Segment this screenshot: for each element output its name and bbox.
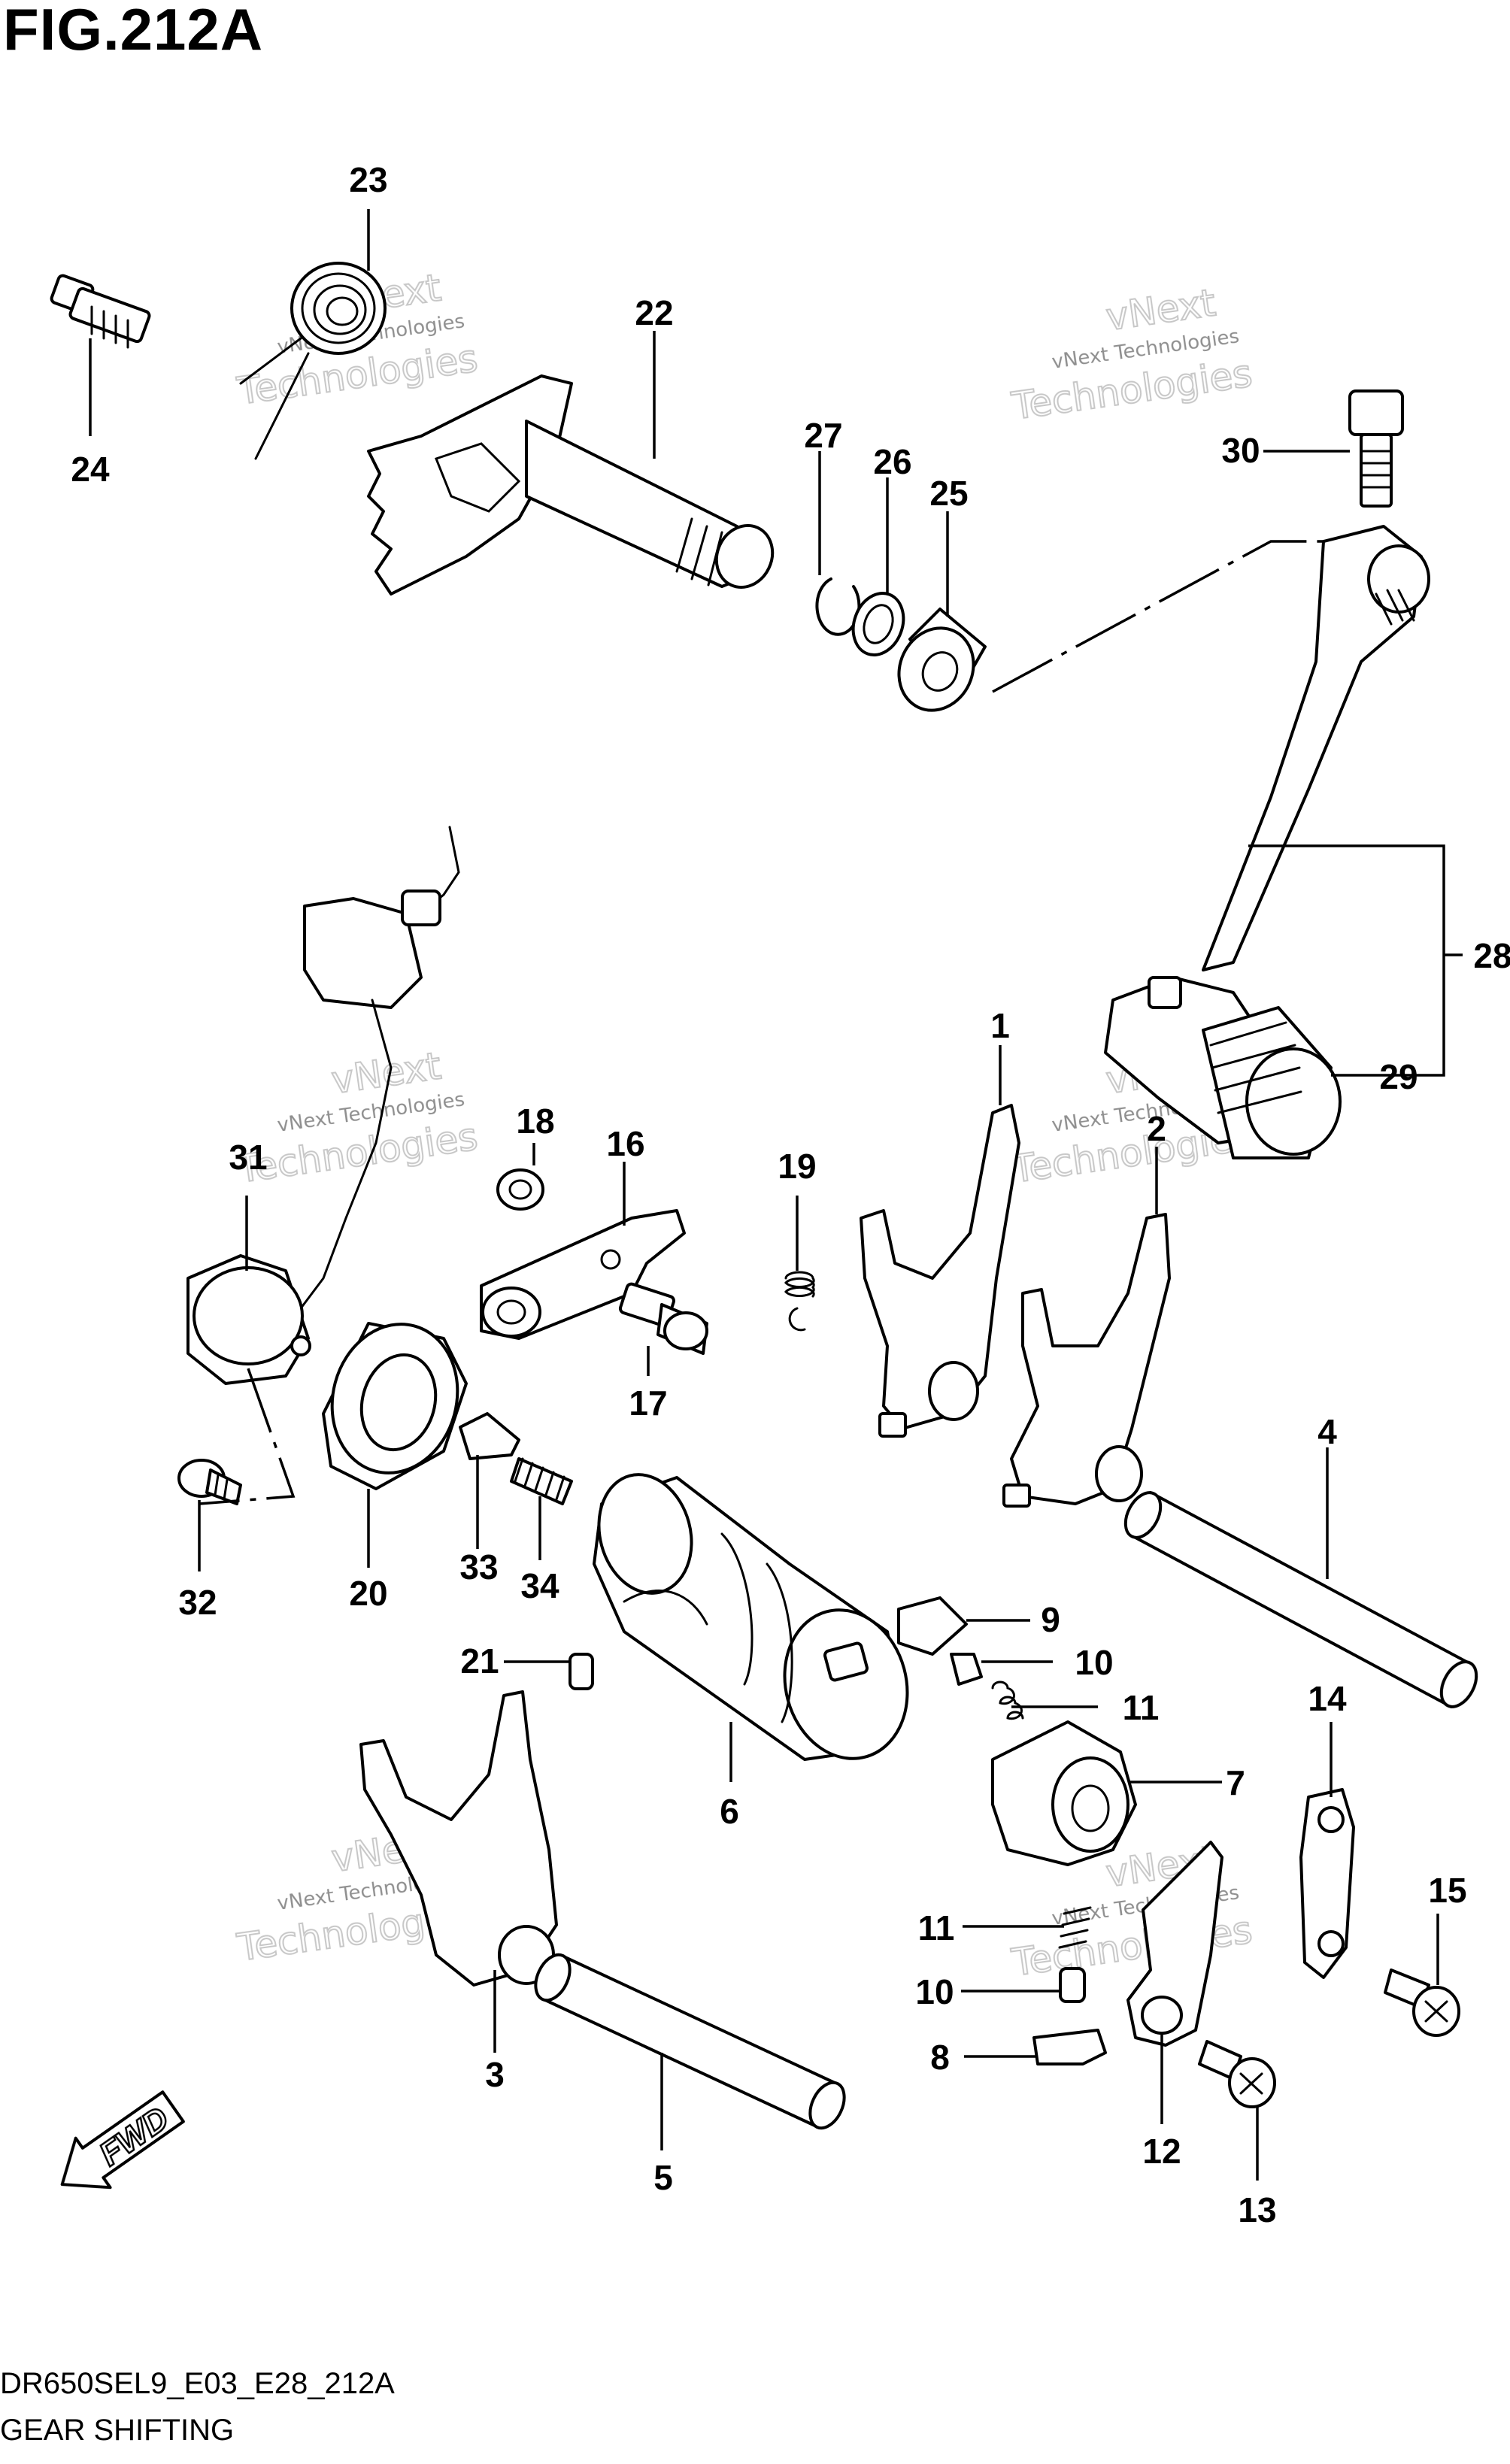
leader-lines: [89, 209, 1463, 2181]
callout-20: 20: [349, 1574, 387, 1613]
callout-27: 27: [804, 416, 842, 455]
callout-31: 31: [229, 1138, 267, 1177]
callout-28: 28: [1473, 936, 1510, 975]
callout-13: 13: [1238, 2190, 1276, 2229]
callout-19: 19: [778, 1147, 816, 1186]
watermark-large-2: Technologies: [1009, 352, 1255, 429]
part-2-gearshift-fork: [1002, 1213, 1171, 1508]
callout-30: 30: [1221, 431, 1260, 470]
part-1-gearshift-fork: [860, 1104, 1020, 1438]
part-10-pin-lower: [1059, 1967, 1086, 2003]
callout-10-lower: 10: [915, 1972, 954, 2011]
part-4-gearshift-fork-shaft: [1123, 1491, 1478, 1708]
callout-24: 24: [71, 450, 110, 489]
callout-11-upper: 11: [1123, 1688, 1160, 1727]
part-20-gearshift-cam-plate: [322, 1322, 468, 1490]
part-9-cam-stopper: [897, 1596, 968, 1656]
part-3-gearshift-fork: [359, 1690, 558, 1987]
model-code: DR650SEL9_E03_E28_212A: [0, 2367, 395, 2400]
watermark-large-2: Technologies: [1009, 1908, 1255, 1985]
callout-26: 26: [873, 442, 911, 481]
callout-9: 9: [1041, 1600, 1060, 1639]
part-30-bolt: [1348, 389, 1404, 508]
callout-labels: 23 24 22 27 26 25 30 28 29 1 2 18 16 19 …: [71, 160, 1510, 2229]
figure-title: FIG.212A: [3, 0, 264, 62]
callout-5: 5: [653, 2158, 673, 2197]
callout-32: 32: [178, 1583, 217, 1622]
part-5-gearshift-fork-shaft: [534, 1953, 846, 2130]
part-19-spring: [784, 1271, 815, 1332]
callout-33: 33: [459, 1547, 498, 1587]
callout-8: 8: [930, 2038, 950, 2077]
part-34-spring: [510, 1457, 573, 1505]
callout-2: 2: [1147, 1109, 1166, 1148]
part-8-gearshift-pawl: [1032, 2029, 1107, 2065]
part-17-bolt: [618, 1282, 708, 1355]
part-7-gearshift-cam-driven-gear: [991, 1720, 1137, 1866]
part-25-bearing: [897, 608, 987, 712]
forward-arrow-icon: [60, 2090, 185, 2190]
watermark-large-2: Technologies: [235, 1115, 481, 1192]
callout-34: 34: [520, 1566, 559, 1605]
part-14-plate: [1299, 1788, 1355, 1979]
callout-11-lower: 11: [918, 1908, 955, 1947]
part-33-cam-stopper-pin: [459, 1412, 520, 1460]
callout-12: 12: [1142, 2132, 1181, 2171]
part-31-gear-position-switch: [186, 826, 460, 1385]
part-11-spring-lower: [1058, 1906, 1092, 1949]
callout-22: 22: [635, 293, 673, 332]
callout-7: 7: [1226, 1763, 1245, 1802]
callout-17: 17: [629, 1384, 667, 1423]
part-13-screw: [1198, 2040, 1276, 2108]
callout-25: 25: [929, 474, 968, 513]
callout-23: 23: [349, 160, 387, 199]
part-23-spring: [239, 262, 387, 460]
part-24-bolt: [50, 274, 151, 349]
part-11-spring-upper: [991, 1681, 1024, 1720]
callout-18: 18: [516, 1102, 554, 1141]
section-name: GEAR SHIFTING: [0, 2414, 235, 2447]
part-21-pin: [569, 1653, 594, 1690]
forward-direction-badge: FWD: [60, 2090, 185, 2190]
callout-21: 21: [460, 1641, 499, 1681]
part-18-washer: [496, 1168, 544, 1211]
callout-6: 6: [720, 1792, 739, 1831]
part-15-screw: [1384, 1968, 1460, 2037]
part-12-gearshift-pawl-lifter: [1126, 1841, 1223, 2047]
part-16-stopper-arm: [480, 1209, 686, 1340]
callout-4: 4: [1317, 1412, 1337, 1451]
part-22-gearshift-shaft: [367, 374, 775, 596]
callout-10-upper: 10: [1075, 1643, 1113, 1682]
part-32-screw: [177, 1459, 242, 1505]
part-6-gearshift-cam: [593, 1473, 909, 1761]
part-26-washer: [851, 592, 905, 656]
callout-15: 15: [1428, 1871, 1466, 1910]
callout-29: 29: [1379, 1057, 1418, 1096]
callout-14: 14: [1308, 1679, 1347, 1718]
part-10-pin-upper: [950, 1653, 983, 1686]
callout-1: 1: [990, 1006, 1010, 1045]
callout-16: 16: [606, 1124, 644, 1163]
part-29-shift-lever-rubber: [1202, 1006, 1342, 1159]
callout-3: 3: [485, 2055, 505, 2094]
